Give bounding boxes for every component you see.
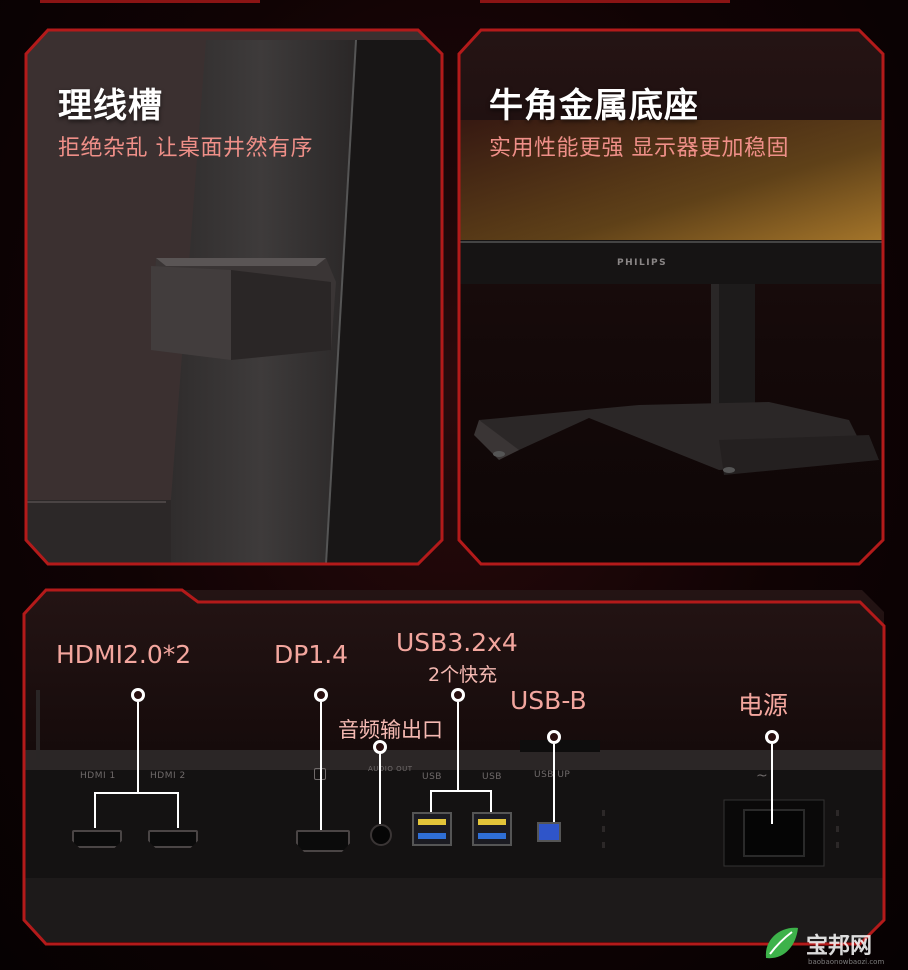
- usb-b-pointer-dot: [547, 730, 561, 744]
- usb-b-leader-line: [553, 744, 555, 822]
- usb-a-port-1: [412, 812, 452, 846]
- usb-bracket-line: [430, 790, 492, 792]
- watermark-text: 宝邦网: [806, 934, 873, 959]
- hdmi-label: HDMI2.0*2: [56, 640, 192, 669]
- cable-slot-panel: 理线槽 拒绝杂乱 让桌面井然有序: [26, 30, 442, 564]
- audio-label: 音频输出口: [338, 718, 443, 742]
- usb-b-label: USB-B: [510, 686, 587, 715]
- usb2-silk-label: USB: [482, 772, 502, 782]
- metal-stand-subtitle: 实用性能更强 显示器更加稳固: [489, 136, 789, 161]
- hdmi1-silk-label: HDMI 1: [80, 771, 116, 781]
- dp-label: DP1.4: [274, 640, 349, 669]
- hdmi2-silk-label: HDMI 2: [150, 771, 186, 781]
- usb-fast-charge-label: 2个快充: [428, 664, 498, 686]
- dp-pointer-dot: [314, 688, 328, 702]
- metal-stand-title: 牛角金属底座: [489, 86, 699, 126]
- usb-a-port-2: [472, 812, 512, 846]
- power-label: 电源: [738, 691, 789, 720]
- usb1-leader-line: [430, 790, 432, 812]
- hdmi-leader-line: [137, 702, 139, 792]
- power-pointer-dot: [765, 730, 779, 744]
- power-leader-line: [771, 744, 773, 824]
- philips-logo: PHILIPS: [617, 258, 668, 268]
- dp-leader-line: [320, 702, 322, 830]
- usb1-silk-label: USB: [422, 772, 442, 782]
- leaf-logo-icon: [765, 927, 798, 959]
- cable-slot-subtitle: 拒绝杂乱 让桌面井然有序: [58, 136, 313, 161]
- hdmi-bracket-line: [94, 792, 179, 794]
- usb-pointer-dot: [451, 688, 465, 702]
- usb-b-port: [537, 822, 561, 842]
- audio-pointer-dot: [373, 740, 387, 754]
- audio-leader-line: [379, 754, 381, 824]
- usb-label: USB3.2x4: [396, 628, 518, 657]
- displayport-port: [296, 830, 350, 852]
- hdmi1-port: [72, 830, 122, 848]
- cable-slot-title: 理线槽: [58, 86, 163, 126]
- metal-stand-panel: PHILIPS 牛角金属底座 实用性能更强 显示器更加稳固: [459, 30, 883, 564]
- watermark-url: baobaonowbaozi.com: [808, 958, 885, 966]
- hdmi1-leader-line: [94, 792, 96, 828]
- power-symbol-icon: ~: [756, 768, 768, 784]
- audio-out-jack: [370, 824, 392, 846]
- ports-panel: HDMI 1 HDMI 2 AUDIO OUT USB USB USB UP ~…: [24, 590, 884, 942]
- usb-leader-line: [457, 702, 459, 790]
- hdmi2-leader-line: [177, 792, 179, 828]
- top-border-strip: [0, 0, 908, 6]
- hdmi-pointer-dot: [131, 688, 145, 702]
- usb2-leader-line: [490, 790, 492, 812]
- hdmi2-port: [148, 830, 198, 848]
